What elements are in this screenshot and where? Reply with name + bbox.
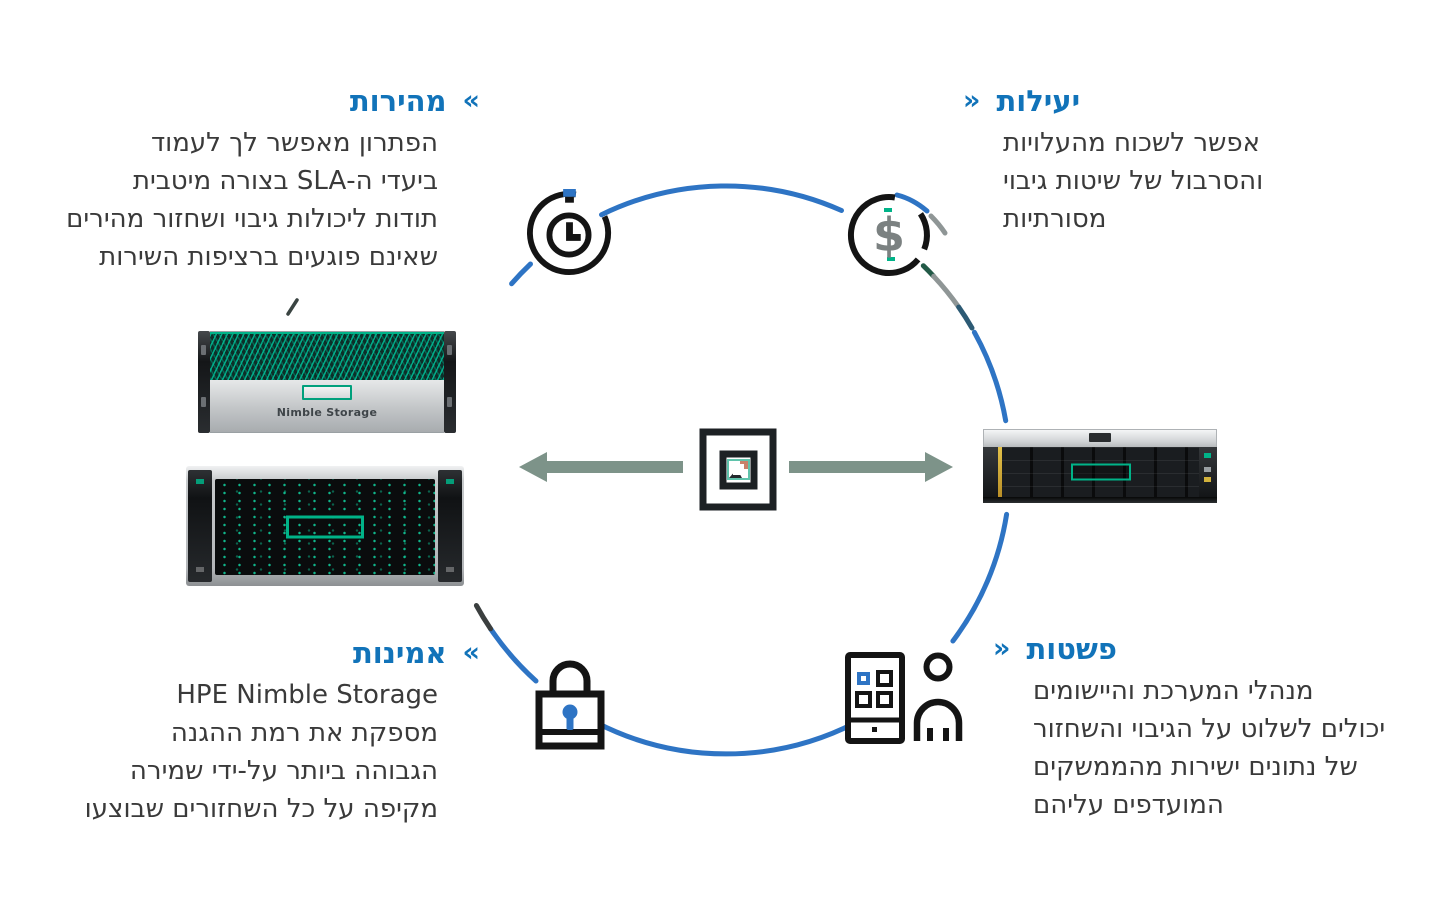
feature-simplicity-line: של נתונים ישירות מהממשקים	[1033, 752, 1358, 782]
lock-icon	[535, 660, 605, 750]
feature-simplicity-line: יכולים לשלוט על הגיבוי והשחזור	[1033, 714, 1386, 744]
server-body	[983, 447, 1217, 497]
server-ear	[1199, 447, 1217, 497]
feature-reliability-title: אמינות	[353, 636, 447, 670]
feature-efficiency-line: והסרבול של שיטות גיבוי	[1003, 166, 1264, 196]
arrow-left-icon	[519, 452, 683, 482]
feature-simplicity-title-row: » פשטות	[993, 632, 1385, 666]
feature-speed-line: שאינם פוגעים ברציפות השירות	[99, 242, 438, 272]
server-base	[983, 497, 1217, 503]
array-rail	[444, 331, 456, 433]
arc-top	[599, 183, 844, 218]
feature-reliability-line: מקיפה על כל השחזורים שבוצעו	[84, 794, 438, 824]
guillemet-icon: »	[963, 85, 981, 116]
feature-reliability-body: HPE Nimble Storage מספקת את רמת ההגנה הג…	[85, 676, 480, 828]
guillemet-icon: »	[993, 633, 1011, 664]
feature-efficiency-title: יעילות	[996, 84, 1081, 118]
feature-reliability-line: HPE Nimble Storage	[176, 680, 438, 710]
arc-right-slate	[956, 304, 975, 331]
feature-reliability-line: מספקת את רמת ההגנה	[170, 718, 438, 748]
array-mesh	[215, 479, 435, 575]
array-rail	[188, 470, 212, 582]
dollar-icon: $	[847, 194, 930, 276]
feature-speed-line: תודות ליכולות גיבוי ושחזור מהירים	[66, 204, 438, 234]
feature-speed-title: מהירות	[349, 84, 447, 118]
feature-efficiency-title-row: » יעילות	[963, 84, 1263, 118]
feature-simplicity-body: מנהלי המערכת והיישומים יכולים לשלוט על ה…	[993, 672, 1385, 824]
guillemet-icon: «	[462, 637, 480, 668]
array-rail	[198, 331, 210, 433]
feature-simplicity-line: מנהלי המערכת והיישומים	[1033, 676, 1314, 706]
arc-bottom	[594, 720, 858, 757]
server-ear	[983, 447, 998, 497]
feature-simplicity-line: המועדפים עליהם	[1033, 790, 1224, 820]
nimble-storage-label: Nimble Storage	[276, 406, 378, 419]
server-top-panel	[983, 429, 1217, 447]
hpe-logo	[1089, 433, 1111, 442]
feature-speed-line: ביעדי ה-SLA בצורה מיטבית	[132, 166, 438, 196]
hpe-server-image	[983, 429, 1217, 503]
array-body	[212, 470, 438, 582]
feature-speed-body: הפתרון מאפשר לך לעמוד ביעדי ה-SLA בצורה …	[66, 124, 480, 276]
guillemet-icon: «	[462, 85, 480, 116]
hpe-badge	[286, 515, 364, 539]
hpe-badge	[302, 385, 352, 400]
hpe-badge	[1070, 463, 1131, 481]
person-icon	[913, 652, 963, 741]
alletra-array-image	[186, 466, 464, 586]
feature-reliability-line: הגבוהה ביותר על-ידי שמירה	[129, 756, 438, 786]
tablet-icon	[845, 652, 905, 744]
arc-left-dark	[473, 603, 494, 632]
server-drive-bays	[1002, 447, 1199, 497]
arc-right-blue-upper	[971, 329, 1009, 424]
arc-right-blue-lower	[950, 511, 1010, 644]
feature-reliability: אמינות « HPE Nimble Storage מספקת את רמת…	[85, 636, 480, 828]
array-rail	[438, 470, 462, 582]
feature-simplicity-title: פשטות	[1026, 632, 1117, 666]
feature-efficiency: » יעילות אפשר לשכוח מהעלויות והסרבול של …	[963, 84, 1263, 238]
snapshot-squares-icon	[699, 428, 777, 511]
feature-simplicity: » פשטות מנהלי המערכת והיישומים יכולים לש…	[993, 632, 1385, 824]
nimble-storage-array-image: Nimble Storage	[198, 331, 456, 433]
arc-right-gray	[931, 273, 962, 310]
server-accent-stripe	[998, 447, 1002, 497]
feature-speed-line: הפתרון מאפשר לך לעמוד	[150, 128, 438, 158]
stopwatch-icon	[527, 189, 612, 276]
arc-dash-dollar-gray	[928, 213, 948, 236]
tablet-user-icon	[845, 652, 963, 744]
array-bezel: Nimble Storage	[210, 380, 444, 432]
arc-left-blue	[488, 626, 539, 684]
stray-tick	[286, 298, 299, 316]
feature-efficiency-line: מסורתיות	[1003, 204, 1107, 234]
array-mesh	[210, 332, 444, 380]
feature-efficiency-body: אפשר לשכוח מהעלויות והסרבול של שיטות גיב…	[963, 124, 1263, 238]
arrow-right-icon	[789, 452, 953, 482]
feature-speed-title-row: מהירות «	[66, 84, 480, 118]
array-body: Nimble Storage	[210, 331, 444, 433]
svg-text:$: $	[873, 208, 905, 262]
feature-efficiency-line: אפשר לשכוח מהעלויות	[1003, 128, 1261, 158]
feature-speed: מהירות « הפתרון מאפשר לך לעמוד ביעדי ה-S…	[66, 84, 480, 276]
feature-reliability-title-row: אמינות «	[85, 636, 480, 670]
